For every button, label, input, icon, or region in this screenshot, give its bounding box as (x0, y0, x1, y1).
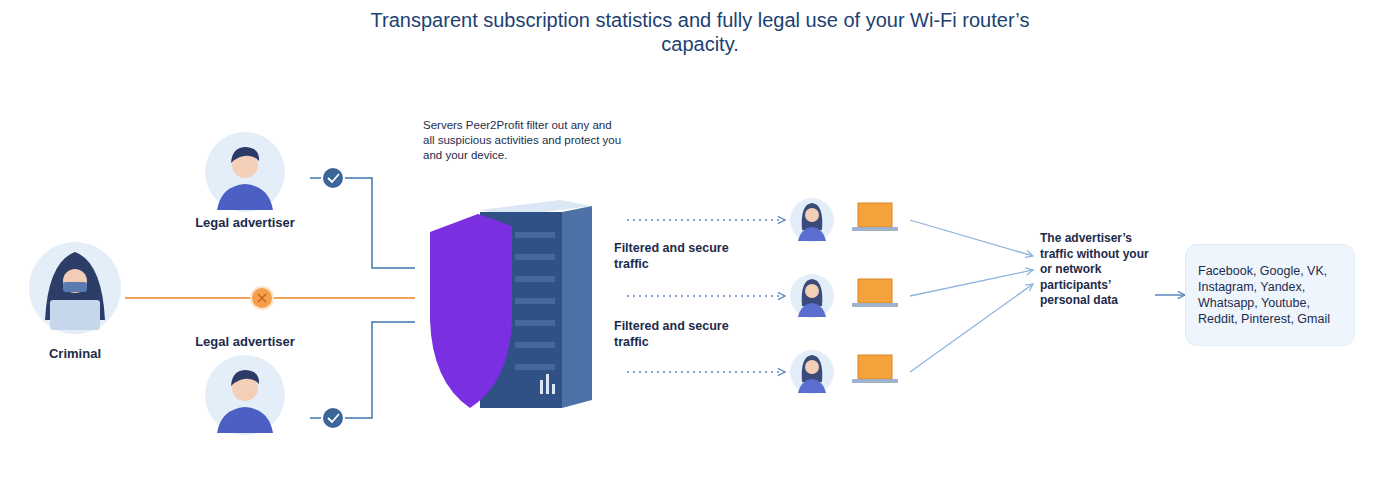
avatar-ground (790, 198, 834, 242)
advertiser-figure (205, 355, 285, 435)
check-circle (322, 167, 344, 189)
laptop-screen (858, 203, 892, 227)
check-symbol (322, 407, 344, 429)
user-device (785, 264, 910, 328)
laptop-base (852, 303, 898, 307)
traffic-text-node: The advertiser’s traffic without your or… (1033, 231, 1155, 309)
head (805, 208, 819, 222)
server-led (546, 374, 549, 394)
connector (910, 284, 1033, 372)
server-figure (430, 200, 592, 408)
advertiser-avatar: Legal advertiser (180, 128, 310, 232)
shield (430, 214, 512, 408)
body (798, 379, 826, 393)
check-circle (322, 407, 344, 429)
user-device (785, 188, 910, 252)
traffic-label: Filtered and secure traffic (614, 318, 740, 350)
hair (802, 203, 823, 230)
avatar-ground (790, 274, 834, 318)
user-figure (790, 198, 898, 242)
user-figure (790, 274, 898, 318)
body (798, 303, 826, 317)
avatar-ground (29, 242, 121, 334)
criminal-avatar: Criminal (25, 238, 125, 363)
body (217, 407, 273, 433)
body (798, 227, 826, 241)
head (805, 284, 819, 298)
server-led (552, 384, 555, 394)
criminal-figure (29, 242, 121, 334)
connector (310, 322, 415, 418)
head (805, 360, 819, 374)
connector (310, 178, 415, 268)
node-text: Criminal (25, 346, 125, 363)
avatar-ground (205, 355, 285, 435)
connector (910, 220, 1033, 256)
user-device (785, 340, 910, 404)
block-cross (258, 294, 266, 302)
mask (63, 282, 87, 292)
face (63, 269, 87, 293)
server-slot (515, 364, 555, 370)
connector (627, 295, 785, 297)
hair (802, 355, 823, 382)
server-slot (515, 298, 555, 304)
body (217, 184, 273, 210)
platform-box: Facebook, Google, VK, Instagram, Yandex,… (1185, 244, 1355, 346)
advertiser-figure (205, 132, 285, 212)
check-mark (328, 174, 339, 182)
node-text: Servers Peer2Profit filter out any and a… (423, 118, 625, 163)
server-led (540, 380, 543, 394)
diagram-title: Transparent subscription statistics and … (355, 8, 1045, 56)
server-slot (515, 320, 555, 326)
connector (627, 371, 785, 373)
user-figure (790, 350, 898, 394)
check-symbol (322, 167, 344, 189)
connector (627, 219, 785, 221)
advertiser-avatar: Legal advertiser (180, 334, 310, 438)
traffic-label: Filtered and secure traffic (614, 240, 740, 272)
server-slot (515, 342, 555, 348)
server-node: Servers Peer2Profit filter out any and a… (415, 118, 627, 413)
laptop-screen (858, 279, 892, 303)
block-symbol (251, 287, 273, 309)
server-slot (515, 254, 555, 260)
server-slot (515, 276, 555, 282)
hair (231, 147, 259, 163)
server-slot (515, 232, 555, 238)
server-side (562, 206, 592, 408)
node-text: Legal advertiser (180, 334, 310, 351)
laptop-base (852, 227, 898, 231)
node-text: Legal advertiser (180, 215, 310, 232)
avatar-ground (790, 350, 834, 394)
hair (231, 370, 259, 386)
laptop (50, 300, 100, 330)
hair (802, 279, 823, 306)
laptop-screen (858, 355, 892, 379)
connector (1155, 294, 1185, 296)
block-circle (251, 287, 273, 309)
avatar-ground (205, 132, 285, 212)
connector (910, 270, 1033, 296)
node-text: The advertiser’s traffic without your or… (1040, 231, 1151, 309)
node-text: Facebook, Google, VK, Instagram, Yandex,… (1198, 263, 1342, 328)
laptop-base (852, 379, 898, 383)
check-mark (328, 414, 339, 422)
